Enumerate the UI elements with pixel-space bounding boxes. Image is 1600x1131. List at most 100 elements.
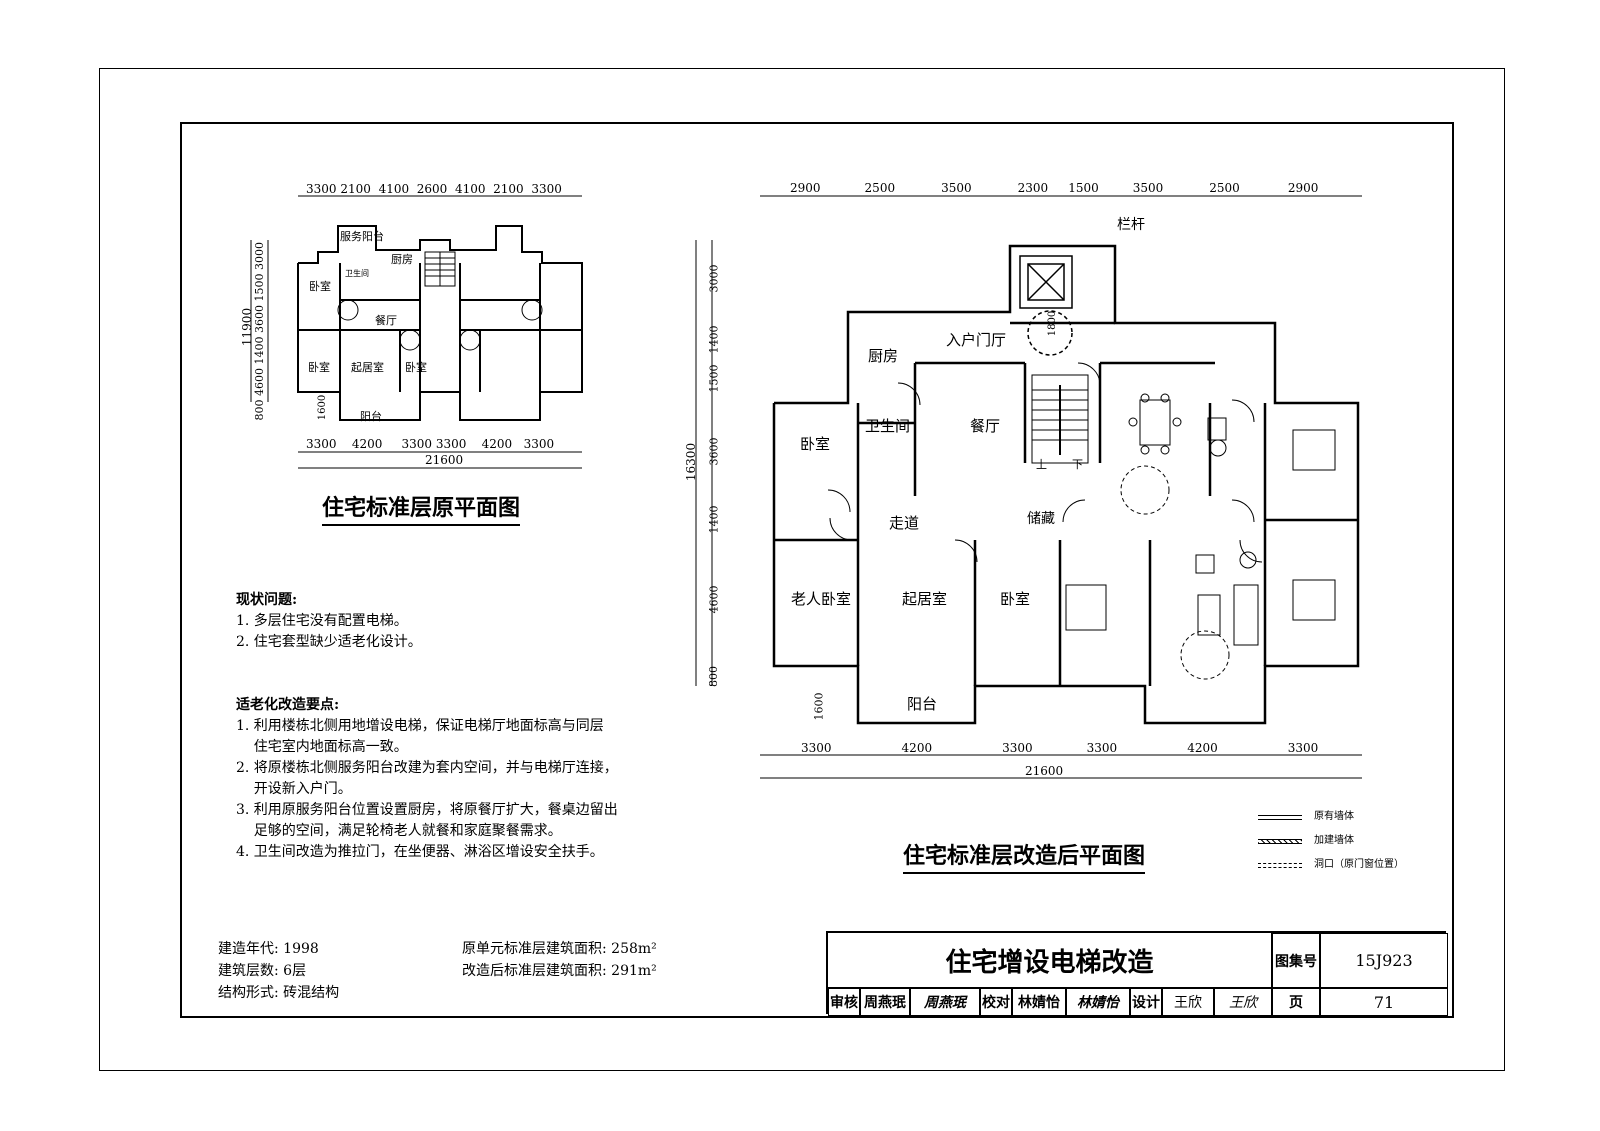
new-dim-left-2: 1500 <box>707 364 721 393</box>
orig-dim-bottom-4: 4200 <box>481 437 513 451</box>
new-dim-bottom-2: 3300 <box>1002 741 1033 755</box>
orig-room-bedroom-3: 卧室 <box>405 361 427 374</box>
new-room-entry-hall: 入户门厅 <box>946 331 1007 349</box>
orig-room-dining: 餐厅 <box>375 314 397 327</box>
new-dim-bottom-5: 3300 <box>1287 741 1319 755</box>
check-label: 校对 <box>980 988 1012 1016</box>
new-room-storage: 储藏 <box>1027 511 1055 527</box>
new-dim-left-6: 800 <box>707 666 720 687</box>
floor-count: 建筑层数: 6层 <box>218 963 307 979</box>
orig-dim-1600: 1600 <box>317 394 329 421</box>
checker-signature-text: 林婧怡 <box>1077 995 1119 1011</box>
orig-dim-left-3: 3600 <box>253 305 266 333</box>
new-room-corridor: 走道 <box>889 514 920 532</box>
notes-block: 现状问题: 1. 多层住宅没有配置电梯。 2. 住宅套型缺少适老化设计。 适老化… <box>236 590 618 863</box>
point-line: 足够的空间，满足轮椅老人就餐和家庭聚餐需求。 <box>236 823 562 839</box>
legend-new-wall-swatch <box>1258 838 1302 844</box>
orig-dim-bottom-3: 3300 <box>435 437 467 451</box>
stair-down-label: 下 <box>1072 458 1083 471</box>
modified-plan-title: 住宅标准层改造后平面图 <box>903 838 1146 874</box>
legend-opening: 洞口（原门窗位置） <box>1258 853 1404 877</box>
orig-total-height: 11900 <box>240 307 255 347</box>
new-room-bedroom-1: 卧室 <box>800 435 831 453</box>
new-room-living: 起居室 <box>902 590 948 608</box>
new-dim-bottom-3: 3300 <box>1086 741 1118 755</box>
new-dim-top-5: 3500 <box>1132 181 1164 195</box>
stair-up-label: 上 <box>1036 458 1047 471</box>
orig-dim-top-1: 2100 <box>340 182 371 196</box>
new-dim-bottom-1: 4200 <box>901 741 933 755</box>
area-modified: 改造后标准层建筑面积: 291m² <box>462 963 657 979</box>
orig-dim-top-4: 4100 <box>454 182 486 196</box>
legend-existing-wall-swatch <box>1258 814 1302 820</box>
designer-signature-text: 王欣 <box>1229 995 1257 1011</box>
structure-type: 结构形式: 砖混结构 <box>218 985 340 1001</box>
orig-dims-top: 3300 2100 4100 2600 4100 2100 3300 <box>306 182 562 196</box>
new-dim-top-7: 2900 <box>1287 181 1319 195</box>
point-line: 4. 卫生间改造为推拉门，在坐便器、淋浴区增设安全扶手。 <box>236 844 604 860</box>
points-title: 适老化改造要点: <box>236 697 340 713</box>
new-dim-left-5: 4600 <box>707 585 721 614</box>
new-room-dining: 餐厅 <box>970 417 1001 435</box>
new-dim-left-3: 3600 <box>707 437 721 466</box>
orig-dim-left-2: 1400 <box>253 336 266 365</box>
point-line: 开设新入户门。 <box>236 781 352 797</box>
design-label: 设计 <box>1130 988 1162 1016</box>
new-dim-left-4: 1400 <box>707 505 721 534</box>
page-label: 页 <box>1272 988 1320 1016</box>
new-dims-bottom: 3300 4200 3300 3300 4200 3300 <box>801 741 1318 755</box>
orig-dim-left-0: 800 <box>253 399 266 421</box>
new-dim-1800: 1800 <box>1047 310 1059 337</box>
drawing-title: 住宅增设电梯改造 <box>828 933 1272 988</box>
checker-signature: 林婧怡 <box>1066 988 1130 1016</box>
outer-frame <box>99 68 1505 1071</box>
designer-name: 王欣 <box>1162 988 1214 1016</box>
orig-room-bedroom-1: 卧室 <box>309 280 331 293</box>
new-dim-top-0: 2900 <box>790 181 821 195</box>
legend-label: 洞口（原门窗位置） <box>1314 859 1404 870</box>
orig-dim-bottom-2: 3300 <box>401 437 432 451</box>
title-block: 住宅增设电梯改造 图集号 15J923 审核 周燕珉 周燕珉 校对 林婧怡 林婧… <box>826 931 1448 1016</box>
modified-plan-drawing <box>695 195 1362 779</box>
legend-existing-wall: 原有墙体 <box>1258 805 1404 829</box>
reviewer-name: 周燕珉 <box>860 988 910 1016</box>
orig-dim-bottom-5: 3300 <box>523 437 555 451</box>
orig-room-service-balcony: 服务阳台 <box>340 230 384 243</box>
reviewer-signature: 周燕珉 <box>910 988 980 1016</box>
orig-dim-top-3: 2600 <box>416 182 448 196</box>
problems-title: 现状问题: <box>236 592 298 608</box>
new-total-height: 16300 <box>684 442 699 482</box>
new-dim-bottom-4: 4200 <box>1187 741 1218 755</box>
reviewer-signature-text: 周燕珉 <box>924 995 966 1011</box>
legend-label: 原有墙体 <box>1314 811 1354 822</box>
legend-new-wall: 加建墙体 <box>1258 829 1404 853</box>
orig-room-bedroom-2: 卧室 <box>308 361 330 374</box>
new-room-elderly-bedroom: 老人卧室 <box>791 590 852 608</box>
point-line: 3. 利用原服务阳台位置设置厨房，将原餐厅扩大，餐桌边留出 <box>236 802 618 818</box>
new-room-bathroom: 卫生间 <box>865 417 911 435</box>
new-dim-left-0: 3000 <box>707 264 721 293</box>
building-info: 建造年代: 1998 建筑层数: 6层 结构形式: 砖混结构 <box>218 938 339 1004</box>
original-plan-title: 住宅标准层原平面图 <box>322 490 521 526</box>
new-dim-left-1: 1400 <box>707 325 721 354</box>
railing-label: 栏杆 <box>1117 217 1145 233</box>
orig-dim-left-5: 3000 <box>253 242 266 270</box>
atlas-number: 15J923 <box>1320 933 1448 988</box>
orig-room-kitchen: 厨房 <box>391 253 413 266</box>
orig-room-bathroom: 卫生间 <box>345 269 369 278</box>
new-dim-bottom-0: 3300 <box>801 741 832 755</box>
orig-dim-left-4: 1500 <box>253 273 266 302</box>
page-number: 71 <box>1320 988 1448 1016</box>
build-year: 建造年代: 1998 <box>218 941 319 957</box>
orig-room-living: 起居室 <box>351 361 384 374</box>
point-line: 住宅室内地面标高一致。 <box>236 739 408 755</box>
new-room-kitchen: 厨房 <box>868 347 899 365</box>
review-label: 审核 <box>828 988 860 1016</box>
new-dim-top-2: 3500 <box>941 181 972 195</box>
legend: 原有墙体 加建墙体 洞口（原门窗位置） <box>1258 805 1404 877</box>
checker-name: 林婧怡 <box>1012 988 1066 1016</box>
designer-signature: 王欣 <box>1214 988 1272 1016</box>
new-dim-top-4: 1500 <box>1068 181 1099 195</box>
orig-dims-left: 800 4600 1400 3600 1500 3000 <box>253 242 266 421</box>
new-dim-top-6: 2500 <box>1209 181 1240 195</box>
